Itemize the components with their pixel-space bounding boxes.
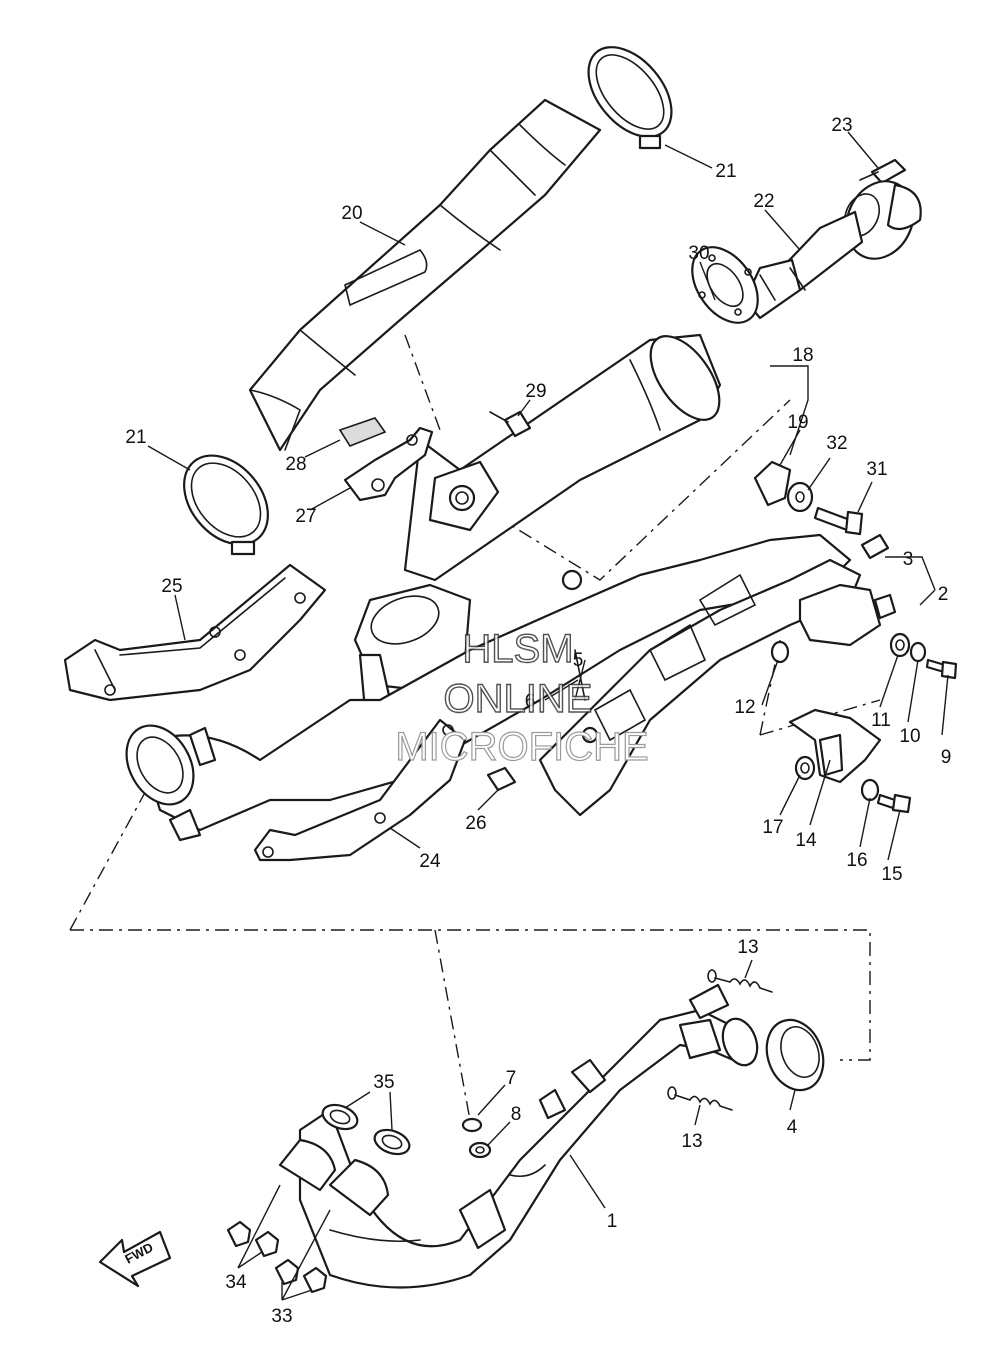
- callout-13-upper: 13: [737, 937, 758, 958]
- mounting-bracket: [798, 533, 897, 647]
- callout-21-upper: 21: [715, 161, 736, 182]
- callout-2: 2: [938, 584, 949, 605]
- callout-28: 28: [285, 454, 306, 475]
- exhaust-gaskets-35: [321, 1103, 411, 1156]
- callout-22: 22: [753, 191, 774, 212]
- exhaust-protector-upper: [63, 563, 327, 702]
- callout-26: 26: [465, 813, 486, 834]
- exhaust-springs: [667, 969, 773, 1111]
- callout-18: 18: [792, 345, 813, 366]
- callout-33: 33: [271, 1306, 292, 1327]
- watermark-line-1: HLSM: [462, 627, 573, 671]
- callout-30: 30: [688, 243, 709, 264]
- callout-34: 34: [225, 1272, 247, 1293]
- callout-25: 25: [161, 576, 182, 597]
- callout-21-lower: 21: [125, 427, 146, 448]
- muffler-heat-shield: [248, 98, 602, 452]
- callout-17: 17: [762, 817, 783, 838]
- muffler-body: [353, 333, 722, 712]
- callout-3: 3: [903, 549, 914, 570]
- flange-nuts: [226, 1220, 328, 1294]
- clamp-band-lower: [183, 454, 269, 556]
- washers-7-8: [461, 1117, 492, 1159]
- watermark: HLSM ONLINE MICROFICHE: [395, 626, 650, 769]
- callout-1: 1: [607, 1211, 618, 1232]
- callout-13-lower: 13: [681, 1131, 702, 1152]
- bolt-29: [489, 410, 532, 438]
- damper-washer-bolt: [753, 460, 864, 536]
- washer-collar-bolt-set: [889, 632, 958, 680]
- leader-lines: [147, 131, 949, 1301]
- collar-12: [770, 640, 790, 664]
- muffler-gasket: [691, 246, 759, 324]
- callout-35: 35: [373, 1072, 394, 1093]
- callout-labels: 1 2 3 4 5 6 7 8 9 10 11 12 13 13 14 15 1…: [125, 115, 951, 1327]
- callout-32: 32: [826, 433, 847, 454]
- exhaust-header-pipe: [278, 983, 759, 1289]
- callout-4: 4: [787, 1117, 798, 1138]
- forward-direction-arrow: FWD: [98, 1230, 172, 1288]
- callout-20: 20: [341, 203, 362, 224]
- tail-pipe-assembly: [743, 158, 922, 320]
- watermark-line-2: ONLINE: [444, 677, 593, 721]
- watermark-line-3: MICROFICHE: [395, 725, 648, 769]
- callout-31: 31: [866, 459, 887, 480]
- callout-9: 9: [941, 747, 952, 768]
- callout-10: 10: [899, 726, 920, 747]
- callout-14: 14: [795, 830, 817, 851]
- heat-guard-assembly: [788, 708, 912, 814]
- callout-15: 15: [881, 864, 902, 885]
- callout-29: 29: [525, 381, 546, 402]
- callout-11: 11: [871, 710, 891, 731]
- callout-8: 8: [511, 1104, 522, 1125]
- damper-and-bracket: [338, 417, 434, 502]
- callout-5: 5: [573, 650, 584, 671]
- exhaust-gasket-ring: [765, 1018, 825, 1092]
- callout-7: 7: [506, 1068, 517, 1089]
- callout-27: 27: [295, 506, 316, 527]
- clamp-band-upper: [587, 46, 673, 150]
- callout-6: 6: [525, 691, 536, 712]
- callout-24: 24: [419, 851, 441, 872]
- callout-23: 23: [831, 115, 852, 136]
- callout-16: 16: [846, 850, 867, 871]
- callout-19: 19: [787, 412, 808, 433]
- callout-12: 12: [734, 697, 755, 718]
- exhaust-protector-lower: [253, 718, 517, 862]
